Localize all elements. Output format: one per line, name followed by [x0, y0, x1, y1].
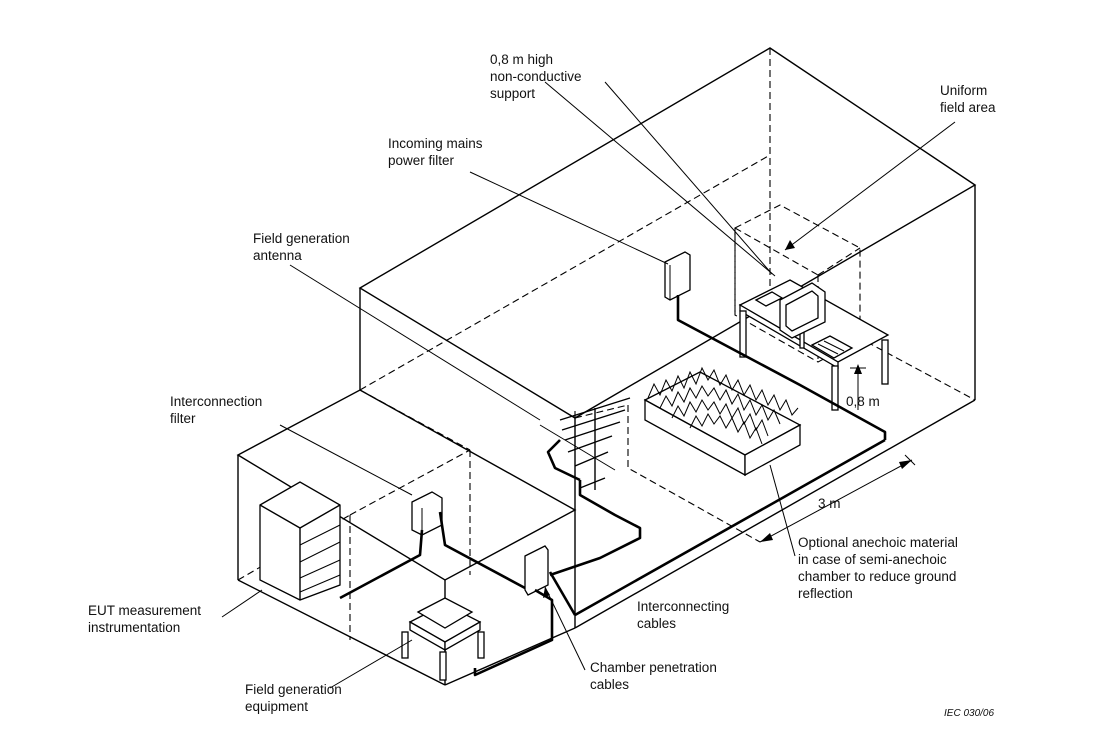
- label-penetration-line1: Chamber penetration: [590, 660, 717, 675]
- label-distance: 3 m: [818, 496, 841, 511]
- label-penetration: Chamber penetration cables: [590, 660, 717, 692]
- label-support-line3: support: [490, 86, 535, 101]
- label-interfilter-line1: Interconnection: [170, 394, 262, 409]
- penetration-panel: [524, 545, 549, 596]
- label-anechoic-line3: chamber to reduce ground: [798, 569, 956, 584]
- main-chamber: [358, 47, 977, 629]
- label-support-line2: non-conductive: [490, 69, 582, 84]
- label-uniform-line2: field area: [940, 100, 996, 115]
- label-height: 0,8 m: [846, 394, 880, 409]
- label-antenna-line1: Field generation: [253, 231, 350, 246]
- label-support: 0,8 m high non-conductive support: [490, 52, 582, 101]
- label-penetration-line2: cables: [590, 677, 629, 692]
- absorber-material: [643, 366, 802, 477]
- label-uniform: Uniform field area: [940, 83, 996, 115]
- label-interfilter-line2: filter: [170, 411, 196, 426]
- label-intercables-line2: cables: [637, 616, 676, 631]
- figure-reference: IEC 030/06: [944, 708, 994, 719]
- label-intercables: Interconnecting cables: [637, 599, 729, 631]
- antenna: [539, 397, 631, 490]
- mains-filter-box: [664, 251, 691, 301]
- leader-lines: [221, 81, 956, 689]
- label-support-line1: 0,8 m high: [490, 52, 553, 67]
- label-mains-line1: Incoming mains: [388, 136, 483, 151]
- distance-dimension: [759, 454, 916, 543]
- label-intercables-line1: Interconnecting: [637, 599, 729, 614]
- label-fieldgen-line1: Field generation: [245, 682, 342, 697]
- label-uniform-line1: Uniform: [940, 83, 987, 98]
- height-dimension: [850, 364, 866, 410]
- label-anechoic-line4: reflection: [798, 586, 853, 601]
- label-interfilter: Interconnection filter: [170, 394, 262, 426]
- interconnection-filter-box: [411, 491, 443, 536]
- label-mains: Incoming mains power filter: [388, 136, 483, 168]
- eut-table: [738, 279, 890, 411]
- floor-region: [574, 404, 761, 543]
- instrument-rack: [259, 481, 341, 601]
- label-anechoic-line1: Optional anechoic material: [798, 535, 958, 550]
- label-eutinstr-line2: instrumentation: [88, 620, 180, 635]
- label-anechoic-line2: in case of semi-anechoic: [798, 552, 947, 567]
- label-eutinstr-line1: EUT measurement: [88, 603, 201, 618]
- label-eut-instrumentation: EUT measurement instrumentation: [88, 603, 201, 635]
- label-antenna-line2: antenna: [253, 248, 302, 263]
- label-fieldgen: Field generation equipment: [245, 682, 342, 714]
- field-generation-equipment: [401, 597, 485, 681]
- label-fieldgen-line2: equipment: [245, 699, 308, 714]
- label-antenna: Field generation antenna: [253, 231, 350, 263]
- cables: [339, 295, 887, 677]
- label-mains-line2: power filter: [388, 153, 455, 168]
- label-anechoic: Optional anechoic material in case of se…: [798, 535, 958, 601]
